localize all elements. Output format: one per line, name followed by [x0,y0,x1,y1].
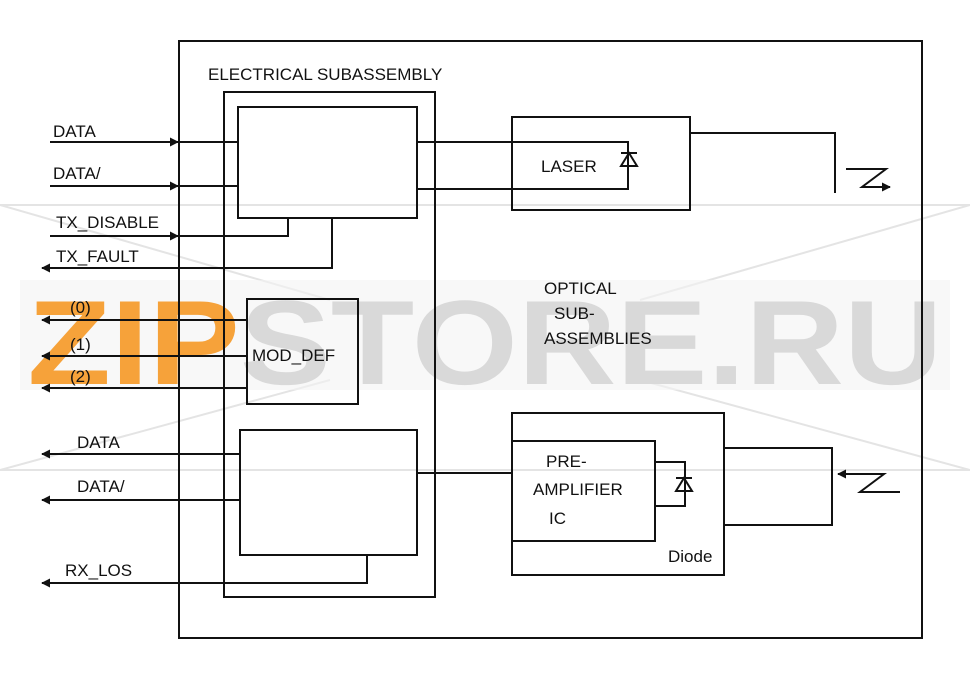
signal-mod-def-0: (0) [41,298,247,325]
light-out-icon [846,168,891,192]
svg-text:RX_LOS: RX_LOS [65,561,132,580]
photodiode-connection-box [654,461,686,507]
laser-label: LASER [541,157,597,176]
signal-tx-disable: TX_DISABLE [50,213,289,241]
svg-text:TX_FAULT: TX_FAULT [56,247,139,266]
signal-rx-data-n: DATA/ [41,477,240,505]
svg-text:(0): (0) [70,298,91,317]
photo-diode-icon [674,476,694,492]
mod-def-label: MOD_DEF [252,346,335,365]
signal-tx-fault: TX_FAULT [41,218,333,273]
laser-block [511,116,691,211]
module-frame [178,40,923,639]
preamplifier-label: PRE- AMPLIFIER IC [533,452,627,528]
optical-subassemblies-label: OPTICAL SUB- ASSEMBLIES [544,279,652,348]
wire-laser-output [690,132,836,193]
signal-rx-los: RX_LOS [41,555,368,588]
svg-text:DATA/: DATA/ [53,164,101,183]
svg-text:(2): (2) [70,367,91,386]
mod-def-block [246,298,359,405]
svg-text:DATA: DATA [77,433,120,452]
signal-tx-data-n: DATA/ [50,164,238,191]
svg-text:TX_DISABLE: TX_DISABLE [56,213,159,232]
watermark-accent: ZIP [28,276,240,410]
laser-diode-icon [619,151,639,167]
signal-tx-data: DATA [50,122,238,147]
electrical-subassembly-box [223,91,436,598]
signal-mod-def-1: (1) [41,335,247,361]
light-in-icon [837,469,900,493]
tx-driver-block [237,106,418,219]
diode-label: Diode [668,547,712,566]
svg-text:DATA/: DATA/ [77,477,125,496]
electrical-subassembly-label: ELECTRICAL SUBASSEMBLY [208,65,442,84]
svg-text:(1): (1) [70,335,91,354]
svg-text:DATA: DATA [53,122,96,141]
rx-amplifier-block [239,429,418,556]
signal-mod-def-2: (2) [41,367,247,393]
receiver-lens-box [723,447,833,526]
signal-rx-data: DATA [41,433,240,459]
